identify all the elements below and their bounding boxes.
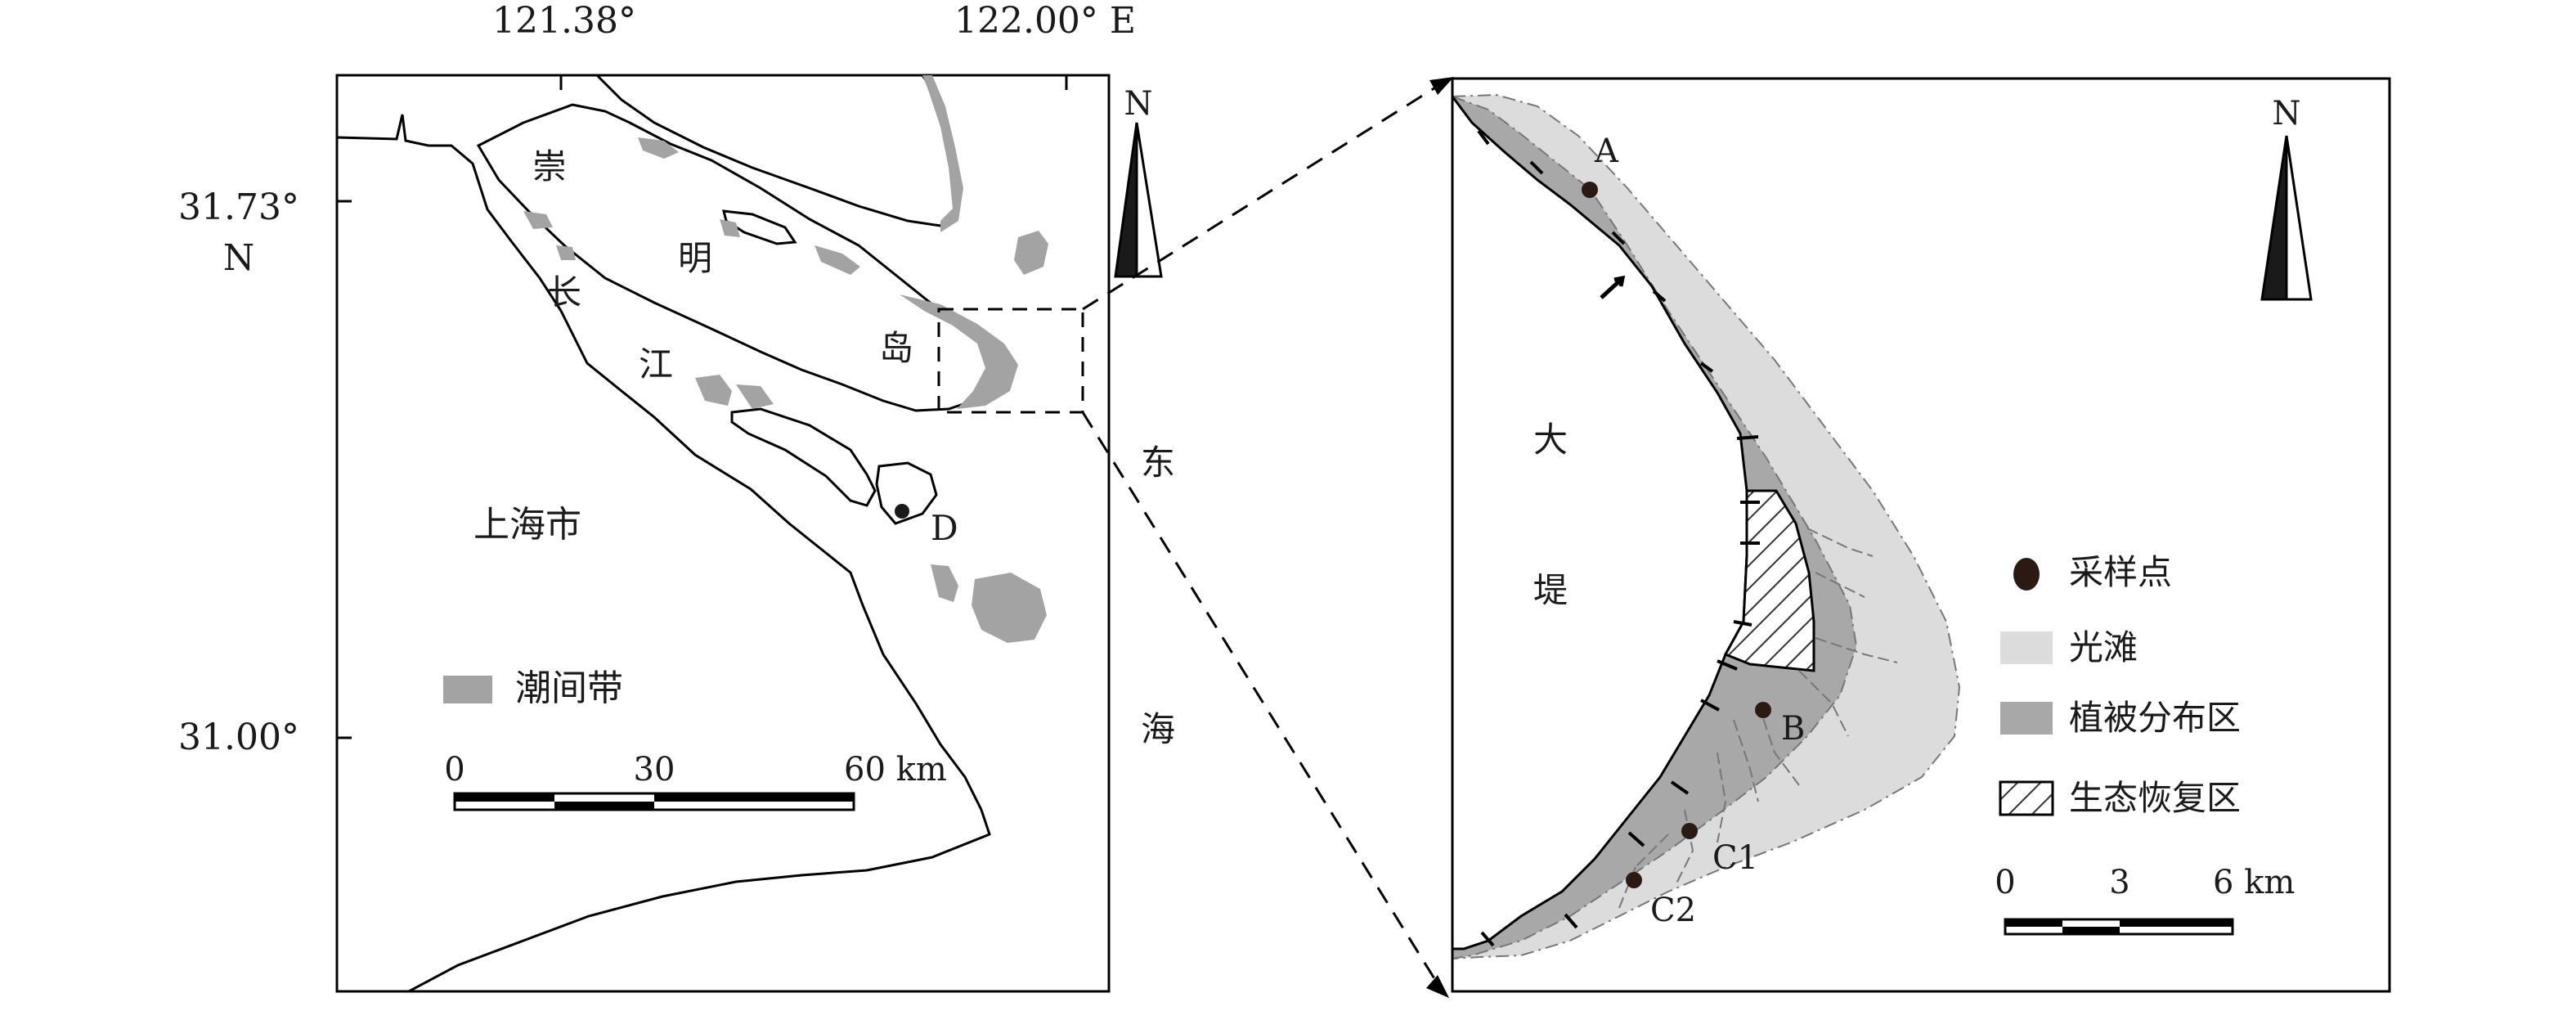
flow-arrow-icon <box>1600 275 1626 299</box>
svg-text:0: 0 <box>444 751 464 789</box>
svg-text:6 km: 6 km <box>2213 864 2295 901</box>
longitude-label-west: 121.38° <box>492 0 636 42</box>
dike-char-1: 大 <box>1533 420 1568 460</box>
sea-char-2: 海 <box>1141 709 1175 749</box>
jiuduansha-island <box>875 461 938 525</box>
site-c2-marker <box>1626 872 1642 888</box>
dike-land-area <box>1452 79 1835 991</box>
river-char-1: 长 <box>547 272 581 312</box>
legend-restoration-swatch <box>1999 780 2054 816</box>
left-scale-bar: 0 30 60 km <box>444 751 947 811</box>
connector-arrowhead-bottom <box>1426 975 1449 998</box>
left-map-frame <box>335 74 1111 993</box>
site-a-marker <box>1582 182 1598 198</box>
chongming-east-tidal-flat <box>900 294 1018 409</box>
right-north-arrow-icon: N <box>2260 95 2313 301</box>
tidal-creeks <box>1618 528 1898 909</box>
svg-text:N: N <box>2273 95 2301 133</box>
site-c2-label: C2 <box>1650 892 1696 929</box>
study-area-box <box>937 308 1084 414</box>
legend-vegetation-label: 植被分布区 <box>2069 698 2241 738</box>
site-c1-marker <box>1681 823 1698 839</box>
legend-bare-flat-swatch <box>2000 631 2053 664</box>
svg-text:0: 0 <box>1995 864 2015 901</box>
island-char-2: 明 <box>678 238 712 278</box>
north-bank-tidal-flat <box>922 75 963 232</box>
mainland-coastline <box>336 114 991 993</box>
sampling-sites: A B C1 C2 <box>1582 133 1805 929</box>
longitude-label-east: 122.00° E <box>954 0 1136 42</box>
legend-sample-dot <box>2013 558 2040 591</box>
river-char-2: 江 <box>639 344 673 384</box>
island-char-1: 崇 <box>532 146 567 186</box>
changxing-island <box>730 407 877 507</box>
legend-vegetation-swatch <box>2000 702 2053 735</box>
tidal-flat-legend-label: 潮间带 <box>515 667 623 709</box>
dike-char-2: 堤 <box>1533 570 1568 610</box>
legend-bare-flat-label: 光滩 <box>2069 627 2138 667</box>
island-char-3: 岛 <box>879 328 913 368</box>
svg-text:N: N <box>1124 85 1153 123</box>
sea-char-1: 东 <box>1141 443 1175 483</box>
site-b-marker <box>1755 702 1771 718</box>
left-north-arrow-icon: N <box>1114 85 1163 278</box>
legend-sample-label: 采样点 <box>2069 552 2172 592</box>
site-c1-label: C1 <box>1712 839 1758 877</box>
right-legend: 采样点 光滩 植被分布区 生态恢复区 <box>1999 552 2241 818</box>
left-map: 121.38° 122.00° E 31.73° N 31.00° <box>178 0 1175 993</box>
site-d-label: D <box>931 508 958 548</box>
site-a-label: A <box>1594 133 1619 170</box>
tidal-flat-patches <box>523 137 1048 643</box>
site-d-marker <box>895 504 909 519</box>
svg-text:3: 3 <box>2109 864 2129 901</box>
latitude-label-north: 31.73° <box>178 186 299 228</box>
dike-ticks <box>1477 129 1760 947</box>
right-map-frame <box>1451 77 2391 993</box>
right-scale-bar: 0 3 6 km <box>1995 864 2295 936</box>
connector-arrowhead-top <box>1429 77 1454 95</box>
svg-text:30: 30 <box>634 751 675 789</box>
legend-restoration-label: 生态恢复区 <box>2069 778 2241 818</box>
city-label: 上海市 <box>473 504 581 546</box>
site-b-label: B <box>1781 710 1805 748</box>
svg-text:60 km: 60 km <box>844 751 947 789</box>
latitude-hemisphere-label: N <box>223 237 255 279</box>
inset-connectors <box>1081 83 1441 987</box>
tidal-flat-legend-swatch <box>443 676 492 703</box>
right-map: 大 堤 A B C1 C2 采样点 光滩 植被分布区 生态恢复区 0 3 <box>1451 77 2391 993</box>
latitude-label-south: 31.00° <box>178 717 299 758</box>
